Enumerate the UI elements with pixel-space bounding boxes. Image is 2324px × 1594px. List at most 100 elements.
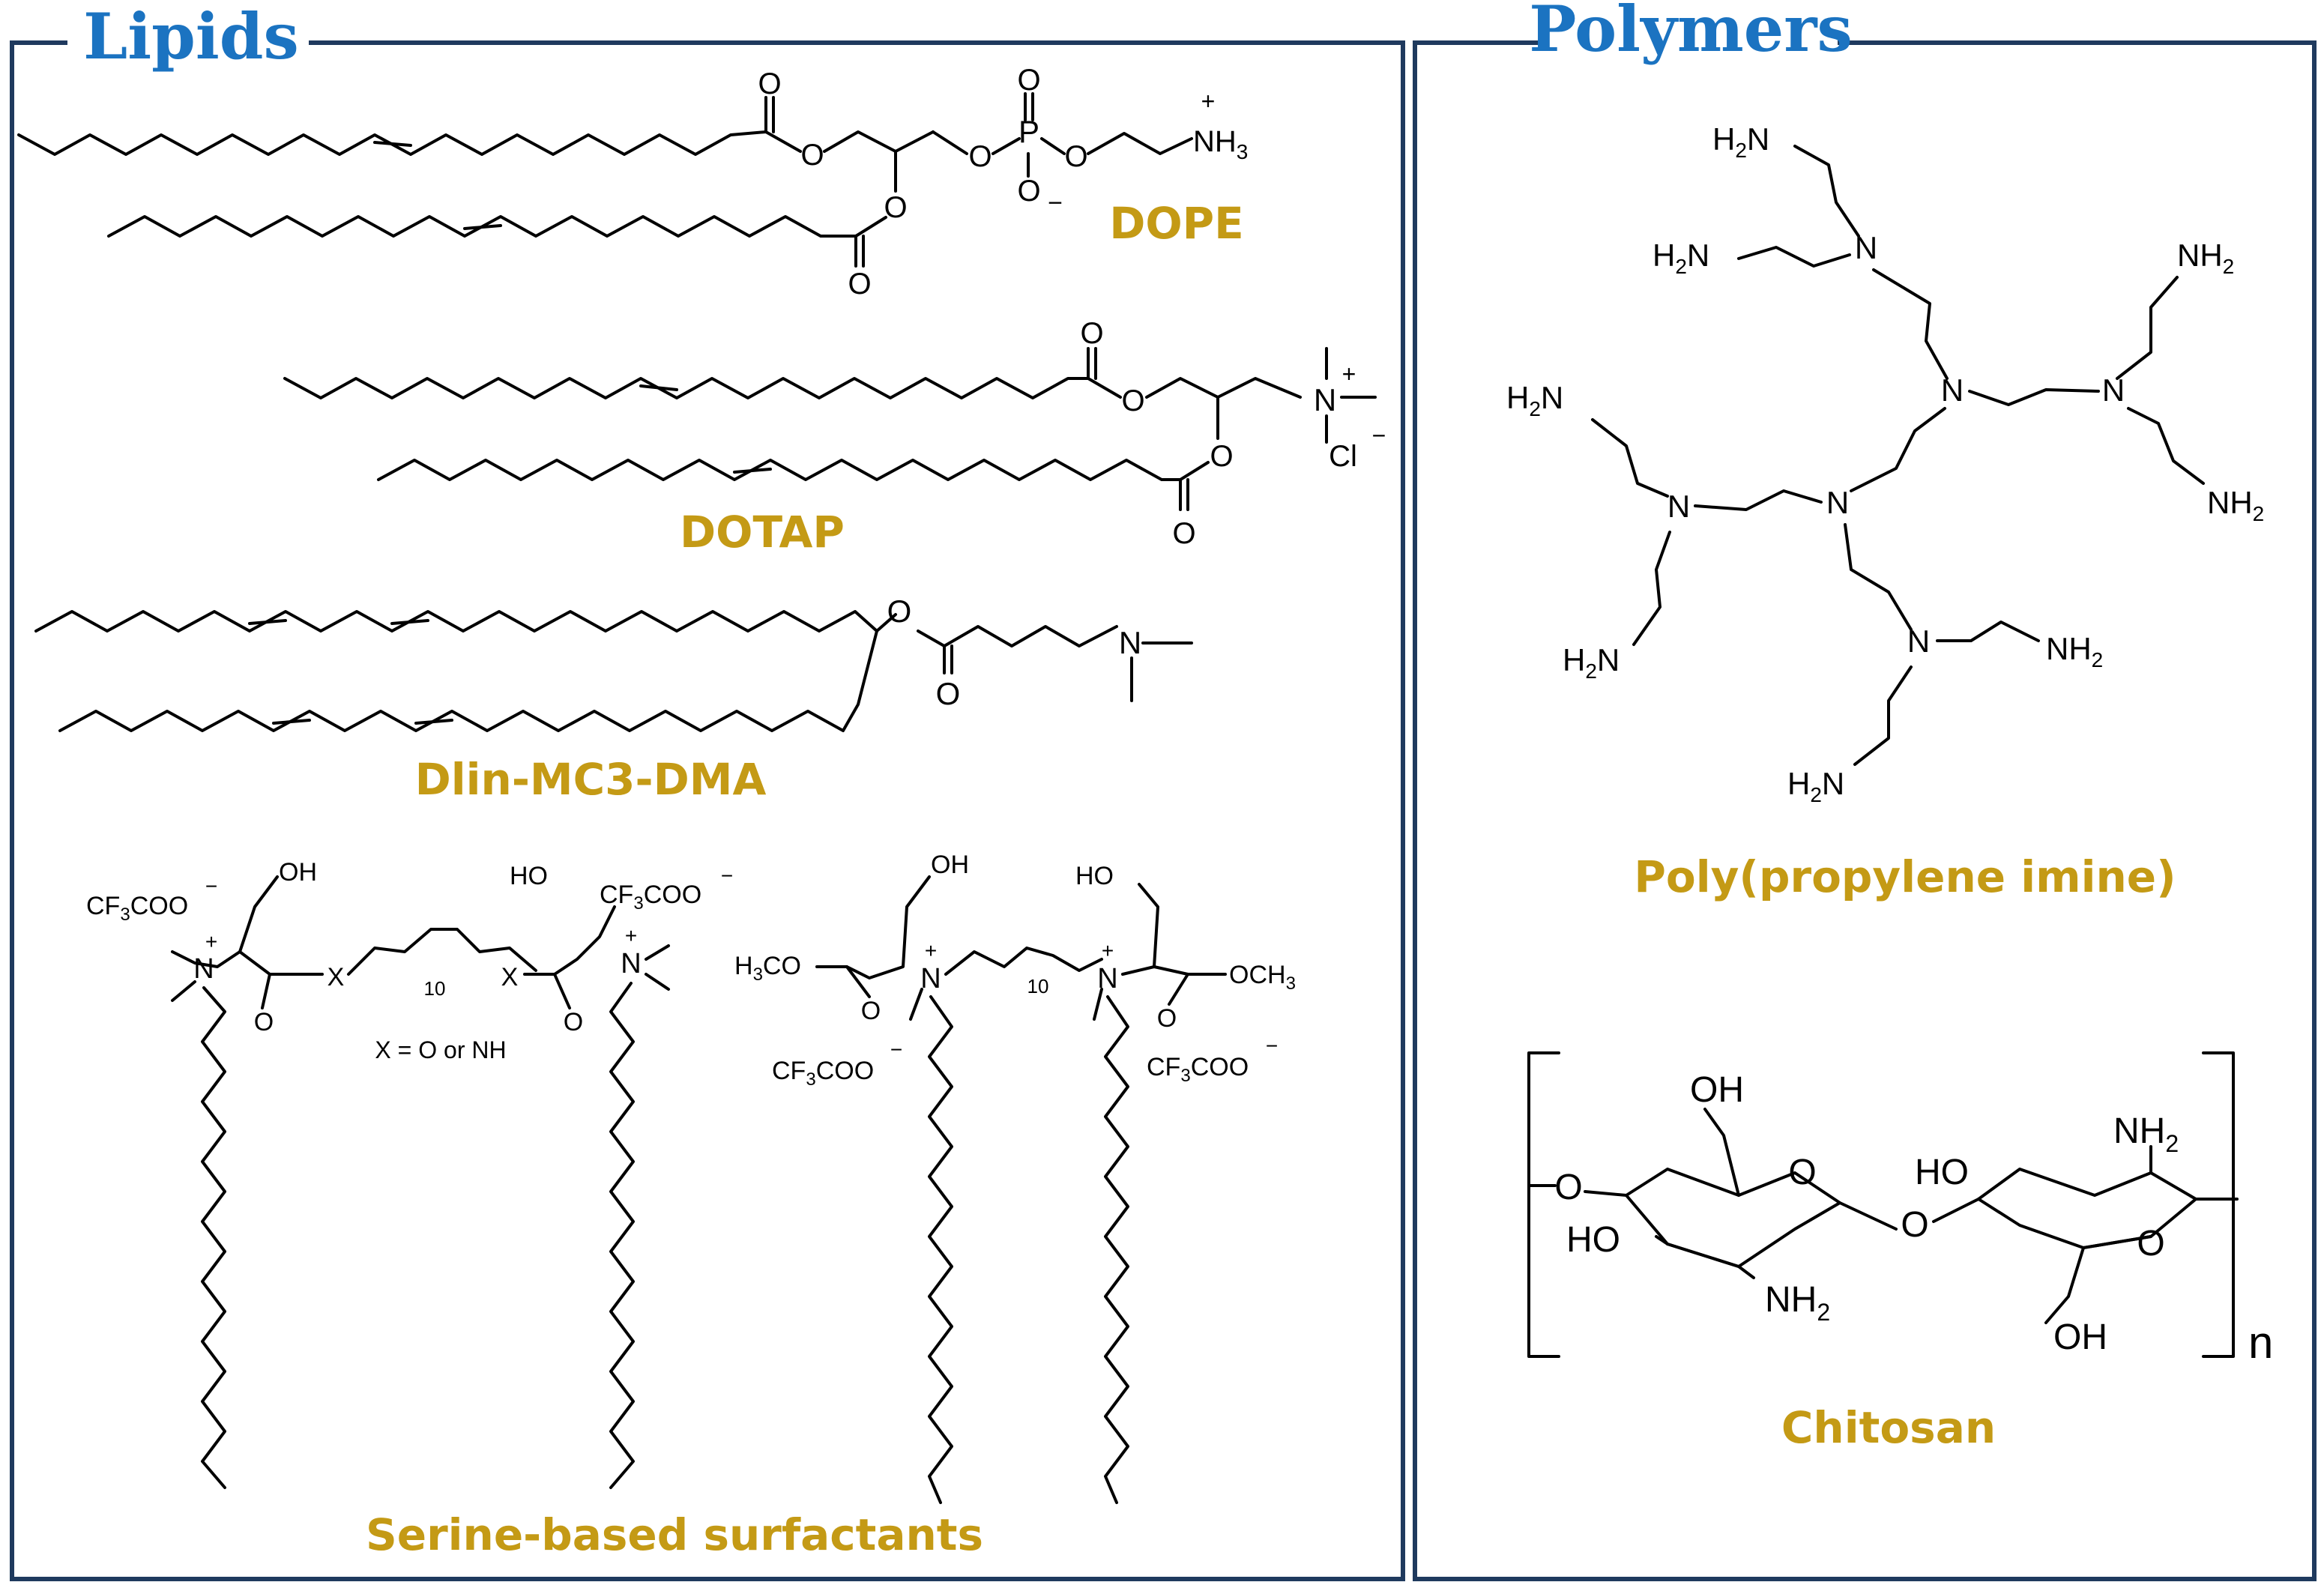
ppi-n-core-2: N	[1826, 485, 1849, 520]
ppi-h2n-top-1: H2N	[1712, 121, 1769, 162]
mc3-atom-n: N	[1119, 625, 1141, 660]
ppi-nh2-bottom-1: NH2	[2046, 631, 2103, 671]
ppi-nh2-right-1: NH2	[2177, 238, 2234, 278]
serine1-carbonyl-left	[238, 950, 324, 976]
serine1-x-left: X	[328, 963, 345, 991]
chitosan-o-glycosidic-mid: O	[1901, 1205, 1928, 1245]
serine2-ho-right: HO	[1075, 862, 1114, 890]
dope-double-bond-1	[373, 141, 412, 147]
serine1-n-left: N	[193, 953, 214, 985]
dotap-atom-o-ester1: O	[1121, 384, 1144, 417]
serine1-spacer-count: 10	[424, 977, 446, 1000]
mc3-name: Dlin-MC3-DMA	[415, 754, 767, 805]
serine2-o-right: O	[1157, 1004, 1177, 1033]
ppi-left-link	[1694, 489, 1823, 511]
serine1-head-left	[171, 875, 279, 968]
serine1-spacer	[347, 928, 537, 976]
chitosan-nh2-left: NH2	[1765, 1280, 1830, 1326]
polymers-panel-frame	[1413, 40, 2317, 1581]
ppi-top-arm-1	[1793, 145, 1860, 238]
mc3-dma-linker	[917, 625, 1118, 647]
dope-p-o-right	[1040, 137, 1066, 155]
serine2-plus-left: +	[925, 939, 937, 962]
chitosan-ring-o-right: O	[2137, 1224, 2164, 1264]
dotap-atom-o-carbonyl1: O	[1080, 317, 1103, 350]
serine1-carbonyl-right	[523, 905, 616, 976]
serine2-head-left	[815, 875, 931, 979]
ppi-right-link	[1968, 388, 2100, 406]
serine1-counterion-left: CF3COO	[86, 892, 188, 925]
mc3-structure: O O N Dlin-MC3-DMA	[34, 594, 1193, 805]
serine2-co-right	[1168, 973, 1189, 1006]
chitosan-ho-bond	[1655, 1235, 1669, 1246]
dotap-atom-o-carbonyl2: O	[1172, 517, 1195, 550]
dope-glycerol-backbone	[823, 130, 935, 153]
ppi-n-branch-right: N	[2102, 372, 2125, 408]
serine2-methyl-left	[909, 988, 923, 1021]
serine2-plus-right: +	[1102, 939, 1114, 962]
serine1-o-right: O	[564, 1008, 583, 1036]
dope-ester-bond-1	[764, 130, 802, 153]
dope-atom-p: P	[1018, 114, 1039, 149]
ppi-top-link	[1872, 268, 1949, 380]
serine2-counterion-right-minus: −	[1266, 1034, 1278, 1057]
dope-charge-plus: +	[1201, 88, 1216, 115]
ppi-right-arm-1	[2116, 276, 2179, 380]
serine1-methyl-right-2	[645, 973, 670, 991]
dotap-charge-minus: −	[1372, 422, 1386, 449]
ppi-structure: N N N N N N H2N H2N NH2 NH2 H2N H2N NH2 …	[1506, 121, 2264, 902]
dotap-oleoyl-chain-2	[377, 459, 1182, 481]
ppi-h2n-top-2: H2N	[1653, 238, 1709, 278]
chitosan-nh2-right: NH2	[2113, 1111, 2179, 1157]
serine2-ester-left: H3CO	[734, 952, 801, 985]
dope-ester-bond-2	[854, 216, 887, 238]
dotap-glycerol-backbone	[1145, 377, 1302, 399]
ppi-h2n-left-2: H2N	[1563, 642, 1620, 683]
serine1-counterion-right-minus: −	[721, 864, 733, 887]
serine1-co-left	[261, 973, 271, 1009]
mc3-linoleyl-chain-2	[58, 630, 878, 732]
dope-atom-o-ester1: O	[800, 139, 824, 172]
dope-atom-o-p-right: O	[1064, 140, 1087, 173]
serine2-oh-left: OH	[931, 851, 969, 879]
serine1-counterion-left-minus: −	[205, 875, 217, 898]
serine2-n-left: N	[920, 963, 941, 994]
chitosan-oh-bottom-right: OH	[2053, 1317, 2107, 1357]
chitosan-ho-right: HO	[1915, 1153, 1969, 1192]
polymers-panel-title: Polymers	[1529, 0, 1853, 66]
chitosan-ho-left: HO	[1566, 1220, 1620, 1260]
serine-surfactant-2: H3CO O OH N + CF3COO − 10 N + HO O OCH3 …	[734, 851, 1296, 1504]
chitosan-oh-top-left: OH	[1690, 1070, 1744, 1110]
dope-o-p-bond	[992, 137, 1021, 155]
serine-name: Serine-based surfactants	[366, 1509, 983, 1560]
serine2-head-right	[1121, 883, 1159, 976]
serine1-oh-left: OH	[279, 858, 317, 887]
serine2-spacer-count: 10	[1027, 975, 1049, 997]
serine-surfactant-1: CF3COO − OH N + O X 10 X O HO CF3COO − N…	[86, 858, 733, 1489]
serine2-tail-right	[1104, 995, 1129, 1504]
ppi-n-core-1: N	[1941, 372, 1964, 408]
chitosan-ring-right-wedge	[2082, 1235, 2152, 1249]
dope-atom-o-ester2: O	[884, 191, 907, 224]
ppi-h2n-bottom-2: H2N	[1787, 766, 1844, 806]
mc3-atom-o-ester: O	[887, 594, 912, 629]
serine2-counterion-left: CF3COO	[772, 1057, 874, 1090]
mc3-o-link	[875, 613, 897, 633]
ppi-top-arm-2	[1737, 246, 1851, 268]
serine1-counterion-right: CF3COO	[600, 881, 701, 914]
serine2-counterion-right: CF3COO	[1147, 1053, 1249, 1086]
serine1-methyl-right-1	[645, 944, 670, 961]
lipids-panel-title: Lipids	[83, 0, 299, 73]
chitosan-structure: n O OH O HO NH2 O O HO NH2 OH Chitosan	[1527, 1051, 2273, 1453]
serine2-och3: OCH3	[1229, 961, 1296, 994]
serine2-counterion-left-minus: −	[890, 1038, 902, 1061]
ppi-bottom-arm-2	[1853, 665, 1913, 766]
mc3-atom-o-carbonyl: O	[936, 676, 961, 711]
serine1-ho-right: HO	[510, 862, 548, 890]
dotap-double-bond-1	[639, 384, 678, 391]
mc3-double-bond-1	[248, 619, 287, 625]
chitosan-repeat-n: n	[2248, 1317, 2273, 1368]
serine2-co-left	[845, 965, 871, 998]
dotap-ester-bond-2	[1179, 461, 1210, 481]
chitosan-ring-left-wedge	[1666, 1243, 1740, 1268]
